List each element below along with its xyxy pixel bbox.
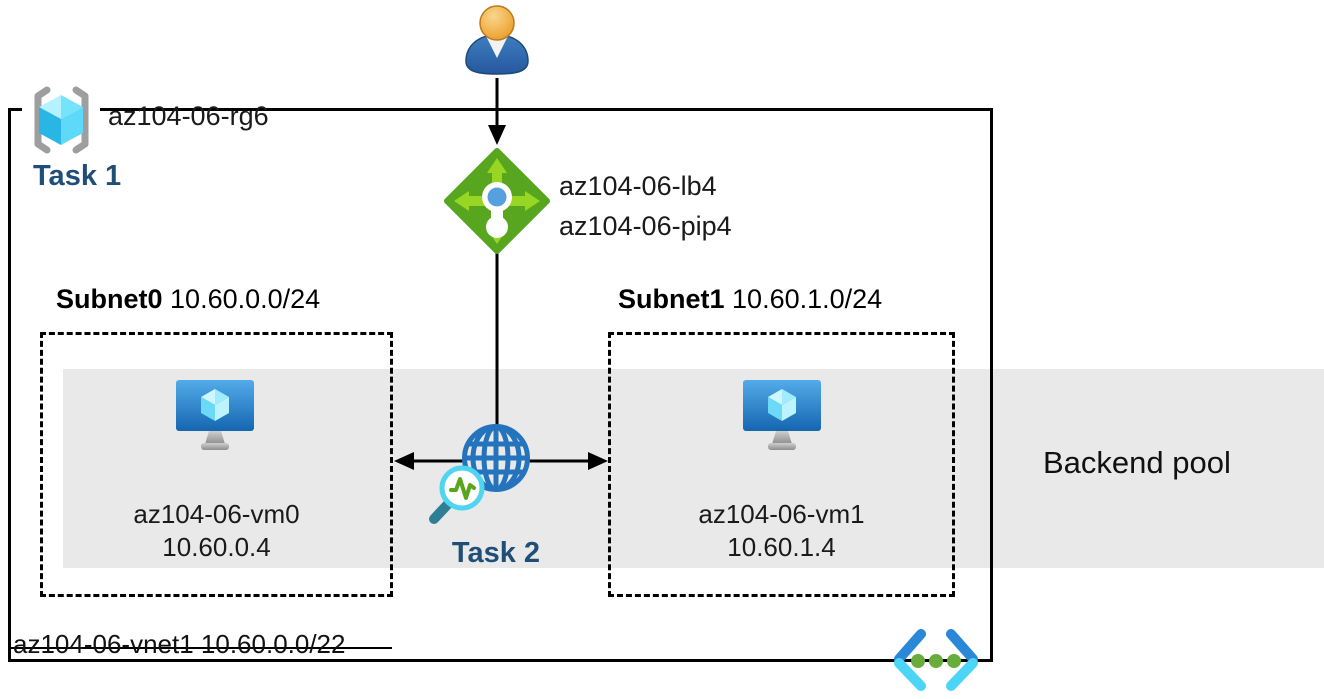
public-ip-name: az104-06-pip4 (559, 211, 732, 241)
backend-pool-band (63, 369, 1324, 568)
code-brackets-icon (894, 629, 978, 691)
vnet-label: az104-06-vnet1 10.60.0.0/22 (13, 629, 346, 659)
network-watcher-icon (429, 424, 530, 524)
task2-label: Task 2 (451, 537, 541, 569)
load-balancer-name: az104-06-lb4 (559, 171, 717, 201)
subnet1-cidr: 10.60.1.0/24 (732, 284, 883, 314)
subnet0-title: Subnet0 10.60.0.0/24 (56, 284, 320, 315)
resource-group-icon (22, 85, 100, 155)
vm-icon (176, 380, 254, 450)
vm0-label: az104-06-vm0 10.60.0.4 (40, 498, 393, 564)
resource-group-box (8, 108, 993, 662)
subnet1-name: Subnet1 (618, 284, 725, 314)
vm0-name: az104-06-vm0 (133, 499, 300, 529)
vm1-ip: 10.60.1.4 (727, 532, 836, 562)
vm0-ip: 10.60.0.4 (162, 532, 271, 562)
subnet1-title: Subnet1 10.60.1.0/24 (618, 284, 882, 315)
subnet0-name: Subnet0 (56, 284, 163, 314)
task1-label: Task 1 (33, 160, 122, 192)
resource-group-name: az104-06-rg6 (108, 101, 269, 131)
backend-pool-label: Backend pool (1043, 445, 1231, 480)
vm1-label: az104-06-vm1 10.60.1.4 (608, 498, 955, 564)
subnet1-box (608, 332, 955, 597)
vm1-name: az104-06-vm1 (698, 499, 865, 529)
user-icon (465, 5, 529, 75)
subnet0-box (40, 332, 393, 597)
load-balancer-icon (444, 148, 550, 254)
vm-icon (743, 380, 821, 450)
subnet0-cidr: 10.60.0.0/24 (170, 284, 321, 314)
load-balancer-labels: az104-06-lb4 az104-06-pip4 (559, 166, 732, 246)
